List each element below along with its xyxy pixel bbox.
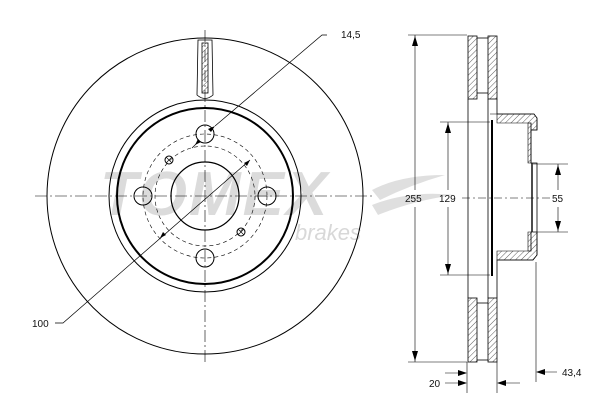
front-view [35, 30, 375, 365]
bolt-hole-top [195, 124, 215, 144]
watermark: TOMEX brakes [100, 160, 455, 245]
hat-inner-ring [116, 107, 294, 285]
label-outer-diameter: 255 [405, 194, 422, 205]
hat-outer-ring [108, 99, 302, 293]
screw-hole-1 [164, 155, 174, 165]
label-pcd-dim: 100 [32, 319, 49, 330]
center-bore [170, 161, 240, 231]
screw-hole-2 [236, 227, 246, 237]
watermark-brand: TOMEX [100, 160, 331, 229]
bolt-hole-right [257, 186, 277, 206]
label-bolt-hole-dim: 14,5 [341, 30, 361, 41]
label-thickness: 20 [429, 379, 441, 390]
bolt-circle-inner [154, 145, 256, 247]
side-view [408, 34, 568, 393]
label-hat-diameter: 129 [439, 194, 456, 205]
watermark-sub: brakes [295, 220, 361, 245]
vent-slot [196, 39, 214, 99]
leader-14-5 [214, 34, 327, 127]
outer-disc-edge [46, 37, 364, 355]
bolt-hole-left [133, 186, 153, 206]
label-center-bore: 55 [552, 194, 564, 205]
bolt-circle-outer [142, 133, 268, 259]
label-height: 43,4 [562, 368, 582, 379]
leader-100 [55, 159, 251, 324]
bolt-hole-bottom [195, 248, 215, 268]
